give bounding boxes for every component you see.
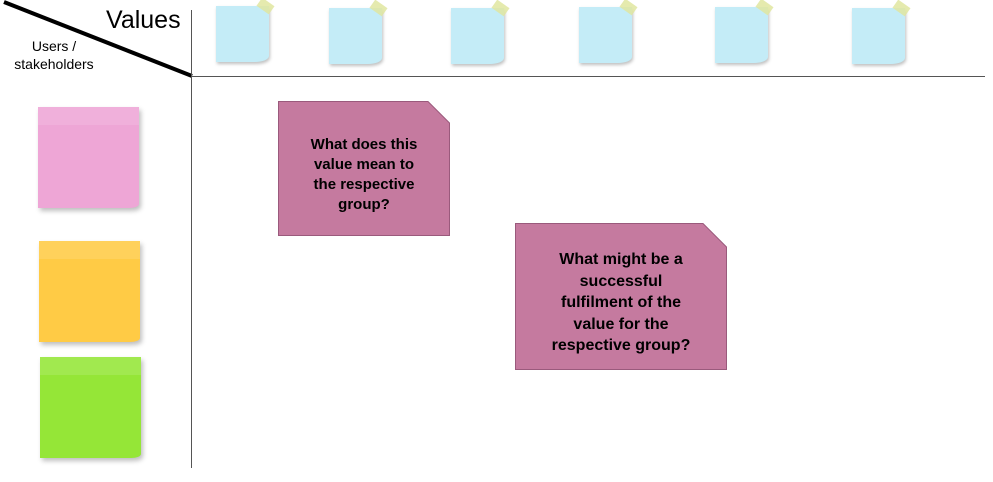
tape — [491, 0, 510, 17]
stakeholder-sticky-note-pink[interactable] — [38, 107, 139, 208]
stakeholders-label-line: stakeholders — [14, 56, 94, 72]
question-line: What does this — [310, 136, 418, 153]
question-text: What might be a successful fulfilment of… — [515, 249, 727, 357]
value-sticky-note-6[interactable] — [852, 0, 911, 64]
sticky-band — [39, 241, 140, 259]
stakeholder-sticky-note-green[interactable] — [40, 357, 141, 458]
question-line: value for the — [573, 315, 669, 333]
question-line: fulfilment of the — [561, 294, 681, 311]
question-card-fulfilment[interactable]: What might be a successful fulfilment of… — [515, 223, 727, 370]
value-sticky-note-4[interactable] — [579, 0, 638, 63]
header-divider-diagonal — [3, 0, 193, 78]
value-sticky-note-2[interactable] — [329, 0, 388, 64]
users-label-line: Users / — [31, 38, 77, 54]
horizontal-axis-line — [192, 76, 985, 77]
question-line: value mean to — [313, 156, 415, 173]
value-sticky-note-5[interactable] — [715, 0, 774, 63]
sticky-band — [38, 107, 139, 125]
tape — [892, 0, 911, 17]
users-stakeholders-header: Users / stakeholders — [6, 37, 102, 73]
question-card-shape — [278, 101, 450, 236]
tape — [256, 0, 275, 15]
question-line: respective group? — [551, 337, 691, 354]
value-sticky-note-3[interactable] — [451, 0, 510, 64]
vertical-axis-line — [191, 10, 192, 468]
question-card-meaning[interactable]: What does this value mean to the respect… — [278, 101, 450, 236]
question-text: What does this value mean to the respect… — [278, 135, 450, 215]
question-line: the respective — [313, 176, 415, 193]
sticky-band — [40, 357, 141, 375]
tape — [369, 0, 388, 17]
tape — [755, 0, 774, 16]
question-line: What might be a — [559, 251, 683, 268]
question-line: successful — [579, 272, 663, 290]
values-header: Values — [106, 6, 181, 34]
question-line: group? — [338, 196, 390, 213]
stakeholder-sticky-note-yellow[interactable] — [39, 241, 140, 342]
value-sticky-note-1[interactable] — [216, 0, 275, 62]
question-card-shape — [515, 223, 727, 370]
tape — [619, 0, 638, 16]
